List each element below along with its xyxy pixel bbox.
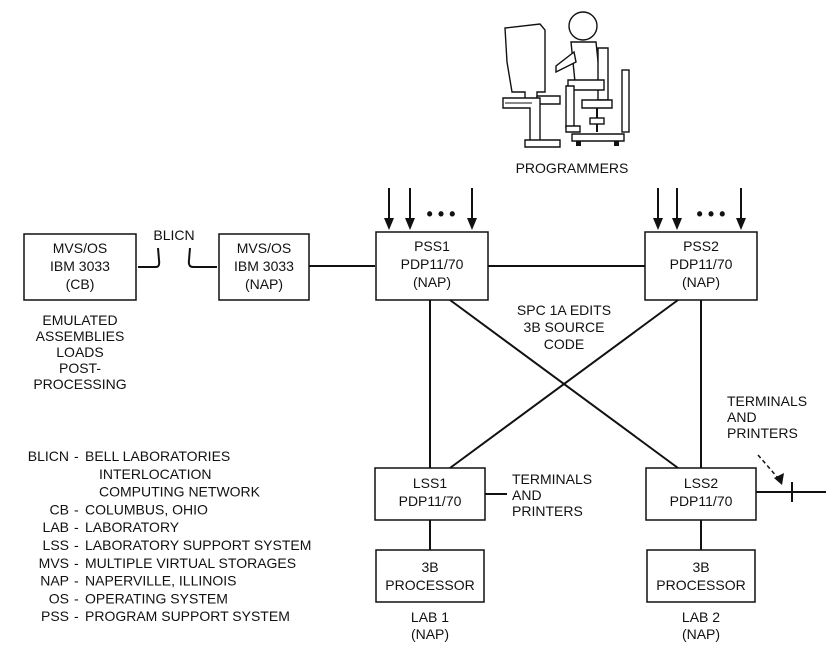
- legend-abbr: PSS: [41, 608, 69, 624]
- lab1-line1: LAB 1: [411, 609, 449, 625]
- legend-definition: LABORATORY: [85, 519, 180, 535]
- legend-separator: -: [74, 555, 79, 571]
- pss1-box: PSS1 PDP11/70 (NAP): [376, 232, 488, 300]
- mvs-cb-box: MVS/OS IBM 3033 (CB): [24, 234, 136, 300]
- terminals-lss2-dashed-arrow: [758, 455, 784, 485]
- legend-separator: -: [74, 501, 79, 517]
- terminals-line: PRINTERS: [512, 503, 583, 519]
- lab2-label: LAB 2 (NAP): [682, 609, 720, 642]
- legend-abbr: MVS: [39, 555, 69, 571]
- legend-definition: COMPUTING NETWORK: [99, 484, 261, 500]
- cb-note: EMULATED ASSEMBLIES LOADS POST- PROCESSI…: [33, 312, 126, 392]
- lss1-line1: LSS1: [413, 475, 447, 491]
- terminals-line: TERMINALS: [512, 471, 592, 487]
- mvs-nap-line3: (NAP): [245, 276, 283, 292]
- pss2-line3: (NAP): [682, 274, 720, 290]
- programmer-icon: [503, 12, 629, 147]
- cb-note-line: ASSEMBLIES: [36, 328, 125, 344]
- terminals-lss2-label: TERMINALS AND PRINTERS: [727, 393, 807, 441]
- programmers-label: PROGRAMMERS: [516, 160, 629, 176]
- proc1-line2: PROCESSOR: [385, 577, 474, 593]
- mvs-cb-line1: MVS/OS: [53, 240, 107, 256]
- terminals-line: AND: [727, 409, 757, 425]
- mvs-nap-line1: MVS/OS: [237, 240, 291, 256]
- cb-note-line: LOADS: [56, 344, 103, 360]
- pss1-line1: PSS1: [414, 238, 450, 254]
- pss2-box: PSS2 PDP11/70 (NAP): [645, 232, 757, 300]
- legend: BLICN-BELL LABORATORIESINTERLOCATIONCOMP…: [28, 448, 312, 624]
- mvs-cb-line3: (CB): [66, 276, 95, 292]
- pss2-ellipsis: • • •: [697, 204, 726, 224]
- lab1-line2: (NAP): [411, 626, 449, 642]
- legend-separator: -: [74, 448, 79, 464]
- legend-abbr: BLICN: [28, 448, 69, 464]
- pss1-line2: PDP11/70: [401, 256, 464, 272]
- pss2-line2: PDP11/70: [670, 256, 733, 272]
- legend-separator: -: [74, 608, 79, 624]
- legend-definition: MULTIPLE VIRTUAL STORAGES: [85, 555, 296, 571]
- legend-abbr: CB: [50, 501, 69, 517]
- terminals-line: PRINTERS: [727, 425, 798, 441]
- legend-definition: INTERLOCATION: [99, 466, 212, 482]
- legend-separator: -: [74, 537, 79, 553]
- legend-definition: PROGRAM SUPPORT SYSTEM: [85, 608, 290, 624]
- lss1-line2: PDP11/70: [399, 493, 462, 509]
- legend-definition: COLUMBUS, OHIO: [85, 501, 208, 517]
- terminals-lss1-label: TERMINALS AND PRINTERS: [512, 471, 592, 519]
- proc2-line1: 3B: [692, 559, 709, 575]
- lss2-line1: LSS2: [684, 475, 718, 491]
- legend-definition: BELL LABORATORIES: [85, 448, 230, 464]
- mvs-cb-line2: IBM 3033: [50, 258, 110, 274]
- pss2-line1: PSS2: [683, 238, 719, 254]
- lab2-line2: (NAP): [682, 626, 720, 642]
- blicn-label: BLICN: [153, 227, 194, 243]
- center-note: SPC 1A EDITS 3B SOURCE CODE: [517, 302, 611, 352]
- terminals-line: TERMINALS: [727, 393, 807, 409]
- terminals-line: AND: [512, 487, 542, 503]
- legend-abbr: NAP: [40, 573, 69, 589]
- proc2-line2: PROCESSOR: [656, 577, 745, 593]
- proc1-line1: 3B: [421, 559, 438, 575]
- legend-separator: -: [74, 519, 79, 535]
- center-note-line: CODE: [544, 336, 584, 352]
- pss1-ellipsis: • • •: [427, 204, 456, 224]
- legend-abbr: LAB: [43, 519, 69, 535]
- legend-definition: LABORATORY SUPPORT SYSTEM: [85, 537, 311, 553]
- legend-definition: NAPERVILLE, ILLINOIS: [85, 573, 236, 589]
- legend-abbr: OS: [49, 590, 69, 606]
- lab2-line1: LAB 2: [682, 609, 720, 625]
- lab1-label: LAB 1 (NAP): [411, 609, 449, 642]
- center-note-line: 3B SOURCE: [524, 319, 605, 335]
- blicn-link: [138, 248, 217, 267]
- lss1-box: LSS1 PDP11/70: [375, 468, 485, 520]
- mvs-nap-box: MVS/OS IBM 3033 (NAP): [219, 234, 309, 300]
- cb-note-line: EMULATED: [42, 312, 117, 328]
- mvs-nap-line2: IBM 3033: [234, 258, 294, 274]
- center-note-line: SPC 1A EDITS: [517, 302, 611, 318]
- cb-note-line: PROCESSING: [33, 376, 126, 392]
- proc2-box: 3B PROCESSOR: [647, 550, 755, 602]
- lss2-box: LSS2 PDP11/70: [646, 468, 756, 520]
- proc1-box: 3B PROCESSOR: [376, 550, 484, 602]
- legend-abbr: LSS: [43, 537, 69, 553]
- legend-separator: -: [74, 573, 79, 589]
- cb-note-line: POST-: [59, 360, 101, 376]
- legend-definition: OPERATING SYSTEM: [85, 590, 228, 606]
- legend-separator: -: [74, 590, 79, 606]
- lss2-line2: PDP11/70: [670, 493, 733, 509]
- pss1-line3: (NAP): [413, 274, 451, 290]
